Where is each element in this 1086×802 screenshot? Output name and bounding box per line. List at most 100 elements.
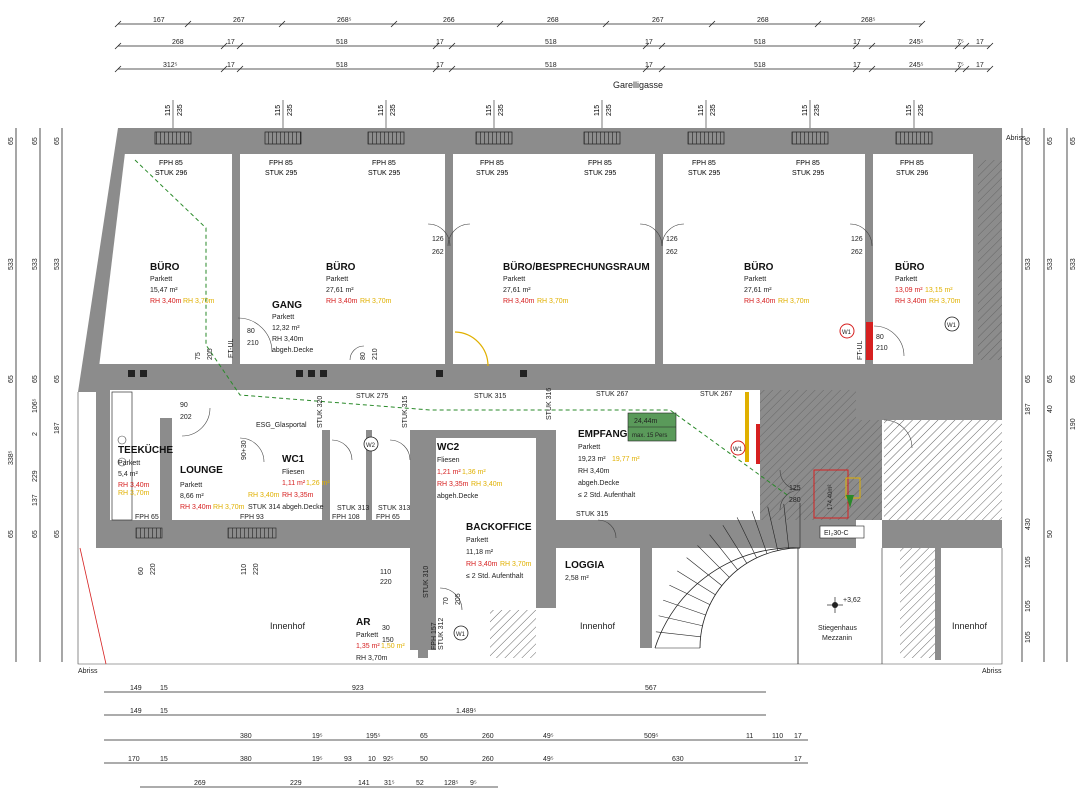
fire-markers: W1 W1 W1 W1 W2 174,40m²: [363, 316, 960, 641]
window-label-1: FPH 85: [692, 160, 716, 167]
left-dimensions: 65 533 65 338⁵ 65 65 533 65 106⁵ 2 229 1…: [8, 128, 63, 662]
stair-label-1: Stiegenhaus: [818, 625, 857, 632]
dd-262a: 262: [432, 249, 444, 256]
room-area: 2,58 m²: [565, 575, 589, 582]
w1-black-2: W1: [456, 632, 466, 638]
dd-220b: 220: [253, 563, 260, 575]
corridor-markers: [128, 370, 527, 377]
bd-5-6: 9⁵: [470, 780, 477, 787]
dd-220c: 220: [380, 579, 392, 586]
left-dim-9: 65: [8, 530, 15, 538]
abriss-top-right: Abriss: [1006, 135, 1026, 142]
bd-4-8: 260: [482, 756, 494, 763]
bd-5-0: 269: [194, 780, 206, 787]
bd-4-0: 170: [128, 756, 140, 763]
room-rh: RH 3,40m: [895, 298, 927, 305]
room-floor: Parkett: [356, 632, 378, 639]
window-label-1: FPH 85: [372, 160, 396, 167]
room-area: 1,21 m²: [437, 469, 461, 476]
bd-3-4: 260: [482, 733, 494, 740]
room-rh: RH 3,40m: [150, 298, 182, 305]
top-dim-1-1: 267: [233, 17, 245, 24]
fph-65a: FPH 65: [135, 514, 159, 521]
room-rh2: RH 3,70m: [118, 490, 150, 497]
bd-4-9: 49⁵: [543, 756, 554, 763]
room-rh: RH 3,40m: [744, 298, 776, 305]
stuk-320: STUK 320: [317, 396, 324, 428]
w1-red-1: W1: [842, 330, 852, 336]
bottom-dimensions: 149 15 923 567 149 15 1.489⁵ 380 19⁵ 195…: [104, 685, 808, 788]
tuer-area: 174,40m²: [828, 485, 834, 510]
room-rh2: RH 3,70m: [537, 298, 569, 305]
window-label-2: STUK 295: [688, 170, 720, 177]
room-name: WC1: [282, 454, 305, 465]
window-dim-a: 115: [594, 105, 601, 116]
abriss-bottom-right: Abriss: [982, 668, 1002, 675]
top-dim-2-4: 518: [545, 39, 557, 46]
bd-1-0: 149: [130, 685, 142, 692]
top-dim-3-4: 518: [545, 62, 557, 69]
right-dim-1: 533: [1025, 258, 1032, 270]
window-dim-a: 115: [275, 105, 282, 116]
left-dim-1: 533: [8, 258, 15, 270]
room-lounge: LOUNGE Parkett 8,66 m² RH 3,40m RH 3,70m: [180, 465, 245, 511]
top-dim-1-5: 267: [652, 17, 664, 24]
stuk-313a: STUK 313: [337, 505, 369, 512]
top-dim-2-7: 17: [853, 39, 861, 46]
room-floor: Parkett: [895, 276, 917, 283]
left-dim-13: 65: [54, 137, 61, 145]
occupancy-length: 24,44m: [634, 418, 658, 425]
window-7: [895, 131, 933, 145]
room-rh2: RH 3,70m: [500, 561, 532, 568]
right-dim-6: 430: [1025, 518, 1032, 530]
window-dim-a: 115: [486, 105, 493, 116]
left-dim-4: 2: [32, 432, 39, 436]
room-floor: Parkett: [150, 276, 172, 283]
left-dim-11: 533: [32, 258, 39, 270]
bd-1-2: 923: [352, 685, 364, 692]
dd-126a: 126: [432, 236, 444, 243]
bd-3-0: 380: [240, 733, 252, 740]
window-label-2: STUK 295: [265, 170, 297, 177]
top-dim-1-6: 268: [757, 17, 769, 24]
room-area: 1,35 m²: [356, 643, 380, 650]
room-name: TEEKÜCHE: [118, 443, 173, 456]
right-dim-15: 533: [1070, 258, 1077, 270]
bd-4-4: 93: [344, 756, 352, 763]
top-dim-1-3: 266: [443, 17, 455, 24]
bd-3-9: 17: [794, 733, 802, 740]
bd-5-4: 52: [416, 780, 424, 787]
room-buero-3: BÜRO Parkett 27,61 m² RH 3,40m RH 3,70m: [744, 260, 810, 305]
stuk-315c: STUK 315: [576, 511, 608, 518]
fph-65b: FPH 65: [376, 514, 400, 521]
bd-3-3: 65: [420, 733, 428, 740]
right-dim-10: 65: [1047, 137, 1054, 145]
dd-90: 90: [180, 402, 188, 409]
right-dim-9: 105: [1025, 600, 1032, 612]
window-label-2: STUK 295: [368, 170, 400, 177]
room-name: LOUNGE: [180, 465, 223, 476]
top-dim-2-1: 17: [227, 39, 235, 46]
top-dim-3-7: 17: [853, 62, 861, 69]
room-rh: RH 3,40m: [272, 336, 304, 343]
top-dim-2-2: 518: [336, 39, 348, 46]
top-dim-2-3: 17: [436, 39, 444, 46]
room-rh: RH 3,40m: [326, 298, 358, 305]
left-dim-5: 229: [32, 470, 39, 482]
right-dimensions: 65 533 65 187 430 105 105 105 65 533 65 …: [1021, 128, 1077, 662]
bd-3-1: 19⁵: [312, 733, 323, 740]
room-rh2: RH 3,35m: [282, 492, 314, 499]
bd-3-8: 110: [772, 733, 783, 740]
window-label-1: FPH 85: [480, 160, 504, 167]
top-dim-2-0: 268: [172, 39, 184, 46]
top-dim-3-5: 17: [645, 62, 653, 69]
left-dim-14: 533: [54, 258, 61, 270]
right-dim-16: 65: [1070, 375, 1077, 383]
bd-4-5: 10: [368, 756, 376, 763]
w2-label: W2: [366, 443, 376, 449]
ftul-1: FT-UL: [228, 338, 235, 358]
room-rh2: RH 3,40m: [471, 481, 503, 488]
window-dim-b: 235: [606, 104, 613, 116]
window-dim-a: 115: [906, 105, 913, 116]
